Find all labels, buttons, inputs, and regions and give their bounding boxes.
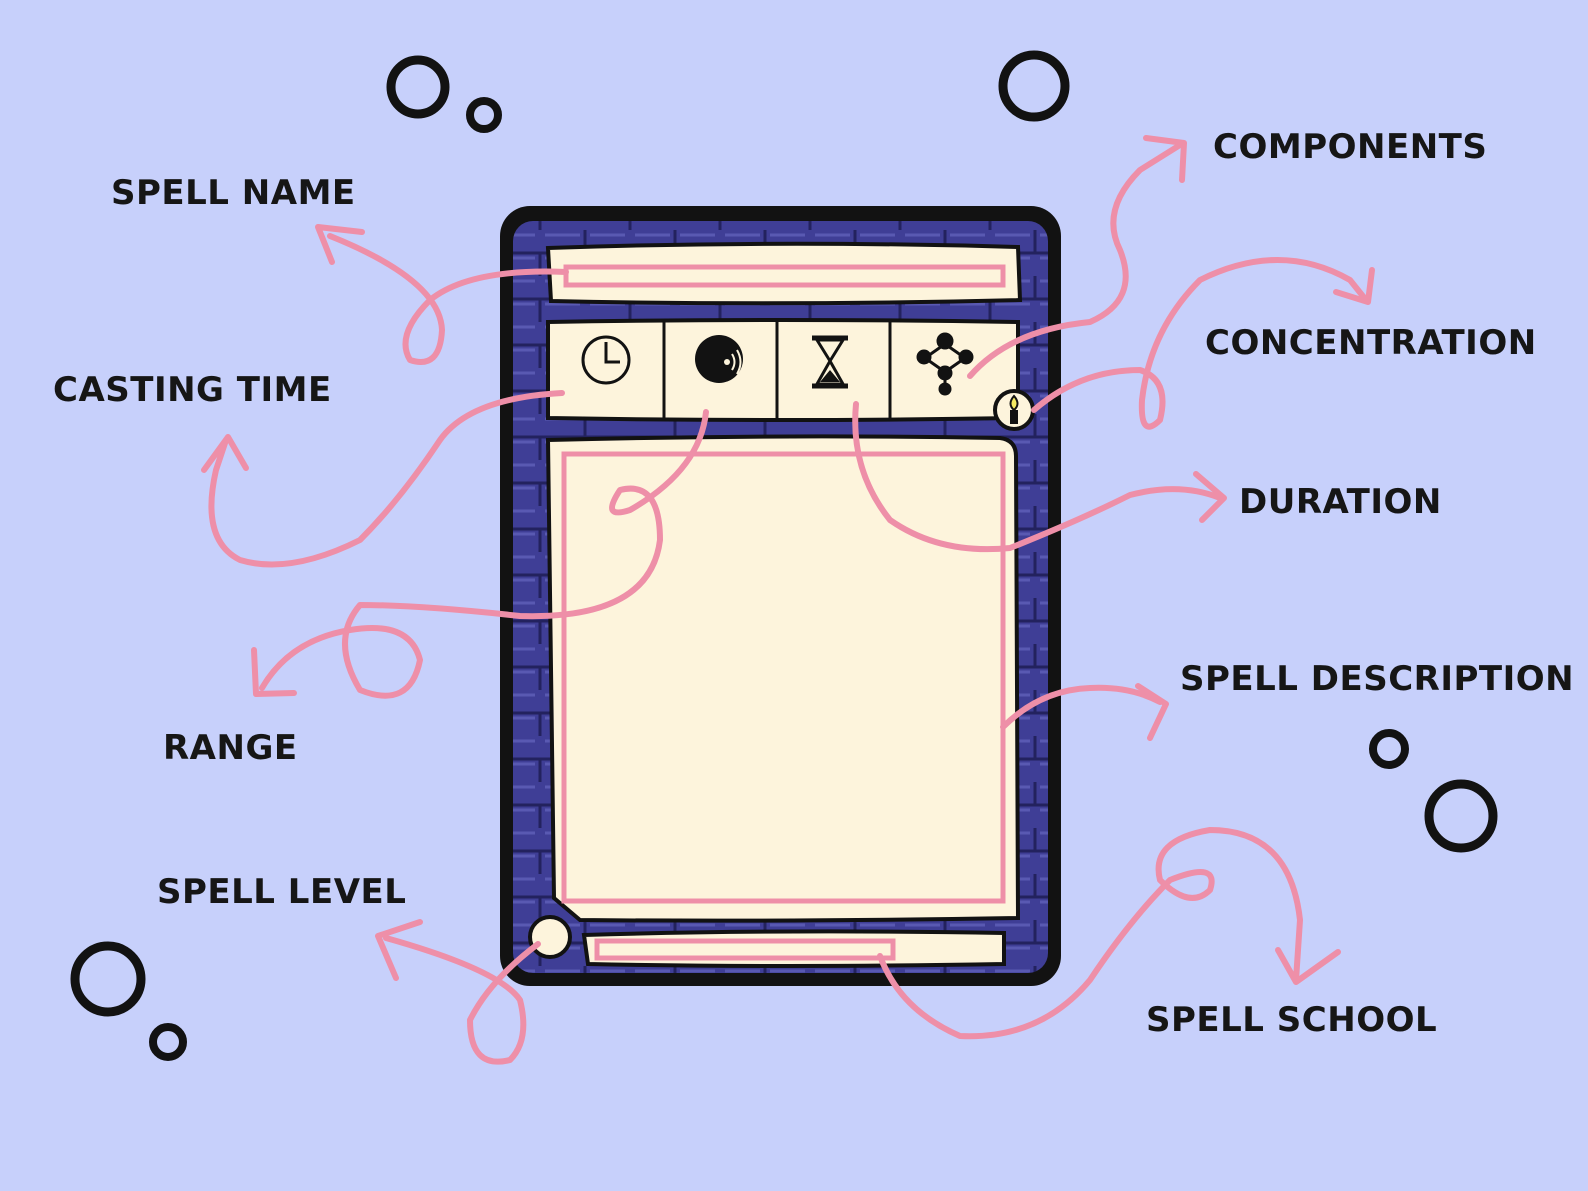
arrow-components-head [1143, 135, 1187, 183]
stats-row [546, 318, 1020, 422]
bubble-1 [386, 55, 450, 119]
description-panel [545, 434, 1021, 923]
bubble-2 [466, 97, 502, 133]
label-concentration: CONCENTRATION [1205, 323, 1537, 363]
arrow-range [259, 409, 709, 699]
label-duration: DURATION [1239, 482, 1442, 522]
label-components: COMPONENTS [1213, 127, 1488, 167]
arrow-casting-time [208, 390, 565, 568]
decorative-bubbles [70, 50, 1498, 1061]
bubble-6 [70, 941, 146, 1017]
arrow-duration-head [1193, 471, 1227, 523]
arrow-spell-name-head [315, 224, 365, 265]
school-banner [581, 929, 1006, 968]
label-spell-description: SPELL DESCRIPTION [1180, 659, 1575, 699]
arrow-spell-level-head [375, 919, 423, 981]
arrow-range-head [251, 647, 297, 697]
arrow-duration [852, 401, 1223, 553]
arrow-spell-name [327, 233, 569, 365]
bubble-4 [1369, 729, 1409, 769]
molecule-icon [916, 332, 974, 396]
hourglass-icon [812, 335, 848, 389]
label-casting-time: CASTING TIME [53, 370, 332, 410]
arrow-casting-time-head [201, 434, 249, 473]
arrow-spell-level [383, 935, 541, 1065]
spell-level-badge [528, 915, 572, 959]
arrow-concentration [1031, 257, 1369, 430]
name-banner [545, 241, 1023, 306]
label-range: RANGE [163, 728, 298, 768]
bubble-3 [998, 50, 1070, 122]
label-spell-name: SPELL NAME [111, 173, 356, 213]
arrow-spell-description-head [1135, 683, 1169, 741]
arrow-components [967, 142, 1183, 379]
bubble-7 [149, 1023, 187, 1061]
spell-name-highlight [563, 264, 1006, 288]
bubble-5 [1424, 779, 1498, 853]
label-spell-level: SPELL LEVEL [157, 872, 407, 912]
spell-card [500, 206, 1061, 986]
spell-description-highlight [561, 451, 1006, 904]
annotation-arrows [201, 135, 1375, 1065]
sound-wave-icon [695, 335, 743, 383]
label-spell-school: SPELL SCHOOL [1146, 1000, 1438, 1040]
candle-icon [993, 389, 1035, 431]
spell-school-highlight [594, 938, 896, 961]
arrow-concentration-head [1333, 267, 1375, 305]
arrow-spell-school [877, 827, 1303, 1040]
arrow-spell-school-head [1275, 947, 1341, 985]
clock-icon [581, 335, 631, 385]
arrow-spell-description [1000, 684, 1163, 730]
